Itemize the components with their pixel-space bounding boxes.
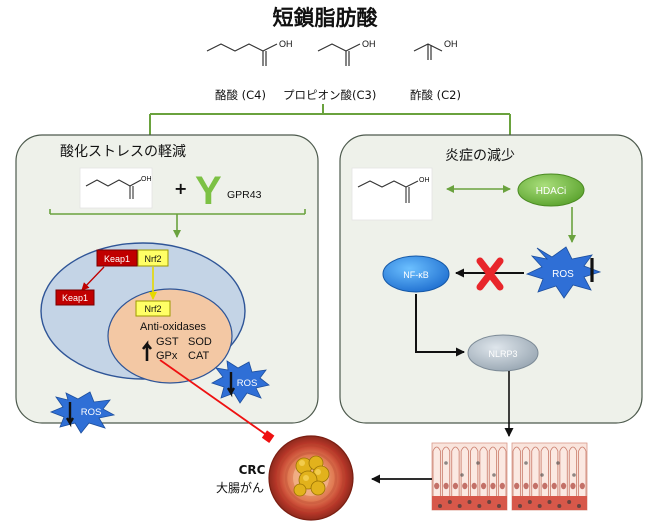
acetate-oh-label: OH [444,39,458,49]
butyrate-oh-label: OH [279,39,293,49]
inhibition-line [159,359,269,437]
top-connector [149,104,511,135]
keap1-box-free [55,289,95,306]
right-butyrate-box [351,167,433,221]
right-butyrate-structure [357,180,419,203]
gst-label: GST [156,336,179,348]
left-butyrate-structure [85,179,142,199]
acid-label-c2: 酢酸 (C2) [410,88,461,102]
keap1-label-free: Keap1 [62,293,88,303]
crc-label: CRC [239,463,266,477]
intestinal-epithelium-image [431,442,588,511]
ros-burst-right [211,360,270,404]
nfkb-nlrp3-arrow [415,294,465,357]
sod-label: SOD [188,336,212,348]
colon-cross-section-image [268,435,354,521]
inhibition-end-icon [261,430,275,443]
diagram-title: 短鎖脂肪酸 [273,6,379,30]
gpx-label: GPx [156,350,178,362]
ros-label-left: ROS [81,407,102,418]
nrf2-label-top: Nrf2 [144,254,161,264]
butyrate-structure [206,43,278,66]
plus-sign: + [174,179,187,198]
upregulation-arrow-icon [141,340,153,361]
blocked-cross-icon [476,257,504,291]
nlrp3-node [467,334,539,372]
ros-decrease-arrow-icon-right [226,372,236,398]
gpr43-receptor-icon: Y [195,169,222,213]
left-panel-title: 酸化ストレスの軽減 [60,143,186,160]
propionate-oh-label: OH [362,39,376,49]
nrf2-box-top [137,249,169,267]
hdaci-node [517,173,585,207]
anti-oxidases-label: Anti-oxidases [140,321,207,333]
acid-label-c4: 酪酸 (C4) [215,88,266,102]
nrf2-box-nucleus [135,300,171,317]
nfkb-label: NF-κB [403,270,429,280]
right-butyrate-oh-label: OH [419,177,430,184]
left-butyrate-oh-label: OH [141,176,152,183]
keap1-box-top [96,249,138,267]
propionate-structure [317,43,361,66]
left-butyrate-box [79,167,153,209]
ros-label-panel: ROS [552,269,574,280]
nfkb-node [382,255,450,293]
nrf2-label-nucleus: Nrf2 [144,304,161,314]
keap1-label-top: Keap1 [104,254,130,264]
right-panel-title: 炎症の減少 [445,147,515,164]
ros-burst-left [49,391,116,434]
ros-label-right: ROS [237,378,258,389]
hdaci-label: HDACi [536,186,567,197]
cat-label: CAT [188,350,209,362]
acid-label-c3: プロピオン酸(C3) [283,88,376,102]
gpr43-label: GPR43 [227,189,262,201]
nlrp3-label: NLRP3 [488,349,517,359]
ros-decrease-arrow-icon-left [65,402,75,428]
acetate-structure [413,43,443,60]
ros-burst-panel [525,246,602,299]
crc-jp-label: 大腸がん [216,480,264,495]
keap1-release-arrow [81,266,105,291]
